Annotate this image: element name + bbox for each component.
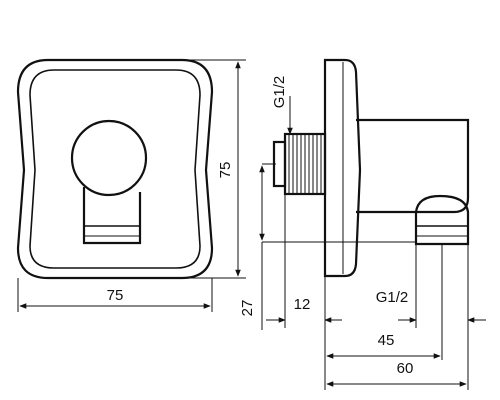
front-plate-inner	[29, 69, 201, 269]
dim-text-75-vertical: 75	[217, 162, 234, 179]
side-plate-outline	[323, 58, 362, 278]
front-plate-outer	[16, 58, 214, 280]
dim-text-g12-bottom: G1/2	[376, 289, 409, 306]
side-view: G1/2 27 12 G1/2 45 60	[239, 58, 486, 390]
dim-text-g12-top: G1/2	[271, 76, 288, 109]
dim-text-27: 27	[239, 300, 256, 317]
dim-text-12: 12	[294, 296, 311, 313]
dim-text-45: 45	[378, 332, 395, 349]
side-thread-ridges	[288, 134, 322, 194]
front-outlet-circle	[70, 119, 148, 197]
side-outlet-elbow	[414, 194, 470, 246]
front-view: 75 75	[16, 58, 246, 312]
side-body	[356, 118, 470, 214]
dim-text-75-horizontal: 75	[107, 287, 124, 304]
front-hose-connector	[82, 187, 142, 245]
dim-text-60: 60	[397, 360, 414, 377]
